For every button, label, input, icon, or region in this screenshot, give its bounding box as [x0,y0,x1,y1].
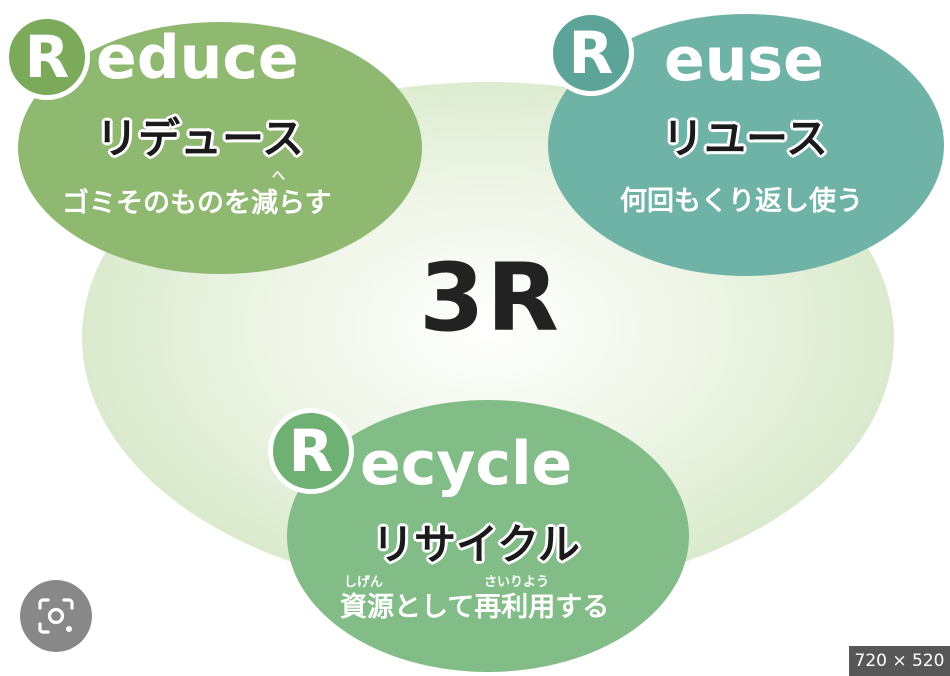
reduce-katakana: リデュース [96,114,304,163]
recycle-ruby-shigen: しげん [344,575,384,590]
reuse-katakana: リユース [662,114,828,163]
image-dimensions-label: 720 × 520 [849,646,950,676]
lens-search-icon [38,598,74,634]
center-label: 3R [419,243,561,353]
recycle-ellipse [287,400,689,672]
reuse-description: 何回もくり返し使う [620,186,863,217]
reduce-description: ゴミそのものを減らす [62,188,332,219]
reduce-word: educe [96,23,299,93]
reuse-r-badge: R [548,10,634,96]
recycle-ruby-sairiyou: さいりよう [484,575,550,590]
reuse-word: euse [664,25,824,95]
recycle-r-badge: R [268,408,354,494]
reduce-ruby: へ [272,169,286,184]
reduce-r-badge: R [4,14,90,100]
recycle-katakana: リサイクル [372,520,580,569]
recycle-description: 資源として再利用する [340,592,610,623]
lens-search-button[interactable] [20,580,92,652]
recycle-word: ecycle [360,429,573,499]
